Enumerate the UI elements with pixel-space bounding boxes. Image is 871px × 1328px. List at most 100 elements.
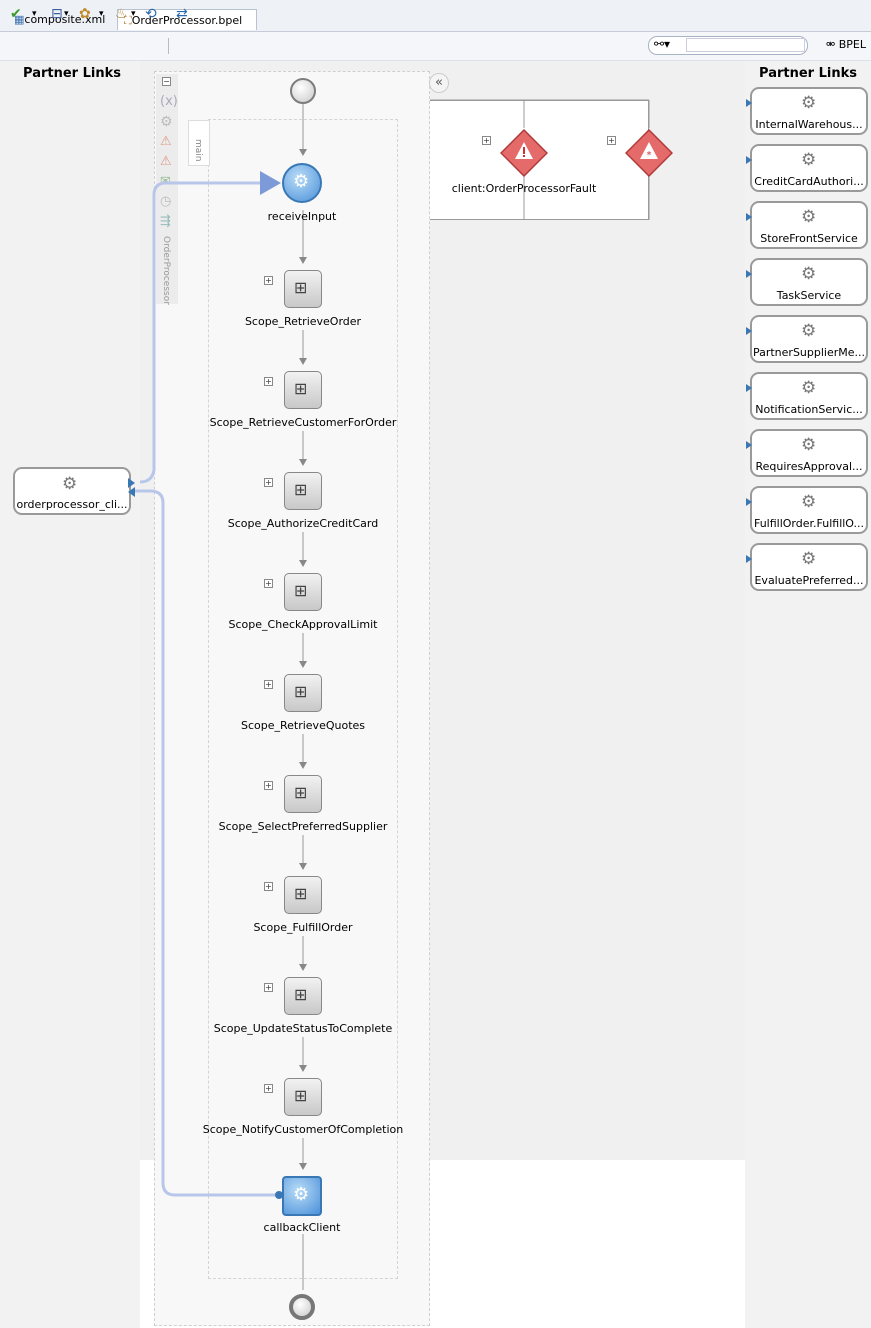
validate-check-icon[interactable]: ✔ [10,6,22,22]
variables-icon[interactable]: (x) [160,94,178,109]
receive-link-line [139,171,281,484]
chevron-down-icon[interactable]: ▾ [32,9,37,19]
scope-activity[interactable]: ⊞ [284,977,322,1015]
scope-hierarchy-icon: ⊞ [294,278,308,297]
right-link-port [746,498,752,506]
fault-handler-icon[interactable]: ⚠ [160,134,172,149]
bookmark-icon[interactable]: ⊟ [51,6,63,22]
left-partner-link[interactable]: ⚙ orderprocessor_cli... [13,467,131,515]
catch-expand-toggle[interactable]: + [482,136,491,145]
right-partner-link[interactable]: ⚙ CreditCardAuthori... [750,144,868,192]
service-gear-icon: ⚙ [801,207,817,227]
chevron-down-icon[interactable]: ▾ [131,9,136,19]
scope-label: Scope_SelectPreferredSupplier [218,820,388,833]
partner-link-label: RequiresApproval... [755,460,863,473]
scope-activity[interactable]: ⊞ [284,270,322,308]
process-collapse-toggle[interactable]: − [162,77,171,86]
callback-link-line [134,489,280,1197]
scope-hierarchy-icon: ⊞ [294,581,308,600]
composite-icon: ▦ [14,13,25,26]
process-end-node[interactable] [289,1294,315,1320]
correlation-gear-icon[interactable]: ⚙ [160,114,173,130]
scope-hierarchy-icon: ⊞ [294,783,308,802]
service-gear-icon: ⚙ [801,435,817,455]
scope-expand-toggle[interactable]: + [264,478,273,487]
partner-link-label: CreditCardAuthori... [754,175,864,188]
right-link-port [746,270,752,278]
main-sequence-label-box: main [188,120,210,166]
scope-hierarchy-icon: ⊞ [294,480,308,499]
termination-icon[interactable]: ⇶ [160,214,171,229]
right-partner-link[interactable]: ⚙InternalWarehous... [750,87,868,135]
scope-label: Scope_CheckApprovalLimit [228,618,378,631]
event-handler-icon[interactable]: ✉ [160,174,171,189]
scope-expand-toggle[interactable]: + [264,983,273,992]
right-partner-link[interactable]: ⚙ RequiresApproval... [750,429,868,477]
right-partner-link[interactable]: ⚙ FulfillOrder.FulfillO... [750,486,868,534]
scope-expand-toggle[interactable]: + [264,882,273,891]
scope-expand-toggle[interactable]: + [264,579,273,588]
scope-activity[interactable]: ⊞ [284,775,322,813]
scope-label: Scope_UpdateStatusToComplete [213,1022,393,1035]
process-side-toolbar [156,74,178,304]
search-input[interactable] [686,38,805,52]
scope-activity[interactable]: ⊞ [284,674,322,712]
scope-hierarchy-icon: ⊞ [294,1086,308,1105]
tab-orderprocessor-bpel[interactable]: ⛶OrderProcessor.bpel [117,9,257,30]
left-link-port-in [128,487,135,497]
partner-link-label: FulfillOrder.FulfillO... [753,517,865,530]
palette-icon[interactable]: ✿ [79,6,91,22]
catch-fault-node[interactable] [500,129,548,177]
scope-expand-toggle[interactable]: + [264,781,273,790]
glasses-icon: ⚮ [826,38,836,51]
receive-input-label: receiveInput [267,210,337,223]
tab-composite[interactable]: ▦composite.xml [14,13,106,26]
chevron-down-icon[interactable]: ▾ [99,9,104,19]
scope-expand-toggle[interactable]: + [264,377,273,386]
scope-hierarchy-icon: ⊞ [294,379,308,398]
right-partner-link[interactable]: ⚙NotificationServic... [750,372,868,420]
bpel-process-icon: ⛶ [124,14,132,27]
callback-client-label: callbackClient [263,1221,341,1234]
scope-hierarchy-icon: ⊞ [294,682,308,701]
timer-icon[interactable]: ◷ [160,194,172,209]
callback-client-activity[interactable]: ⚙ [282,1176,322,1216]
compensation-icon[interactable]: ⚠ [160,154,172,169]
scope-expand-toggle[interactable]: + [264,1084,273,1093]
right-link-port [746,213,752,221]
scope-activity[interactable]: ⊞ [284,876,322,914]
right-partner-link[interactable]: ⚙PartnerSupplierMe... [750,315,868,363]
right-partner-links-title: Partner Links [759,66,857,81]
gear-icon: ⚙ [293,171,310,192]
scope-activity[interactable]: ⊞ [284,371,322,409]
refresh-icon[interactable]: ⟲ [145,6,157,22]
scope-expand-toggle[interactable]: + [264,276,273,285]
scope-label: Scope_RetrieveOrder [244,315,362,328]
design-canvas[interactable] [0,61,871,1328]
callback-port [275,1191,283,1199]
bpel-view-button[interactable]: ⚮ BPEL [826,38,866,51]
service-gear-icon: ⚙ [62,474,78,494]
service-gear-icon: ⚙ [801,93,817,113]
chevron-down-icon[interactable]: ▾ [64,9,69,19]
scope-activity[interactable]: ⊞ [284,573,322,611]
process-start-node[interactable] [290,78,316,104]
partner-link-label: NotificationServic... [755,403,863,416]
service-gear-icon: ⚙ [801,150,817,170]
scope-expand-toggle[interactable]: + [264,680,273,689]
collapse-fault-handlers-icon[interactable]: « [429,73,449,93]
right-partner-link[interactable]: ⚙StoreFrontService [750,201,868,249]
binoculars-icon[interactable]: ⚯▾ [654,37,671,51]
service-gear-icon: ⚙ [801,492,817,512]
right-partner-link[interactable]: ⚙TaskService [750,258,868,306]
layout-icon[interactable]: ⇄ [176,6,188,22]
catch-all-expand-toggle[interactable]: + [607,136,616,145]
partner-link-label: EvaluatePreferred... [754,574,864,587]
catch-all-node[interactable]: * [625,129,673,177]
deploy-icon[interactable]: ♨ [115,6,128,22]
receive-input-activity[interactable]: ⚙ [282,163,322,203]
right-partner-link[interactable]: ⚙EvaluatePreferred... [750,543,868,591]
scope-activity[interactable]: ⊞ [284,1078,322,1116]
toolbar-divider [168,38,169,54]
scope-activity[interactable]: ⊞ [284,472,322,510]
